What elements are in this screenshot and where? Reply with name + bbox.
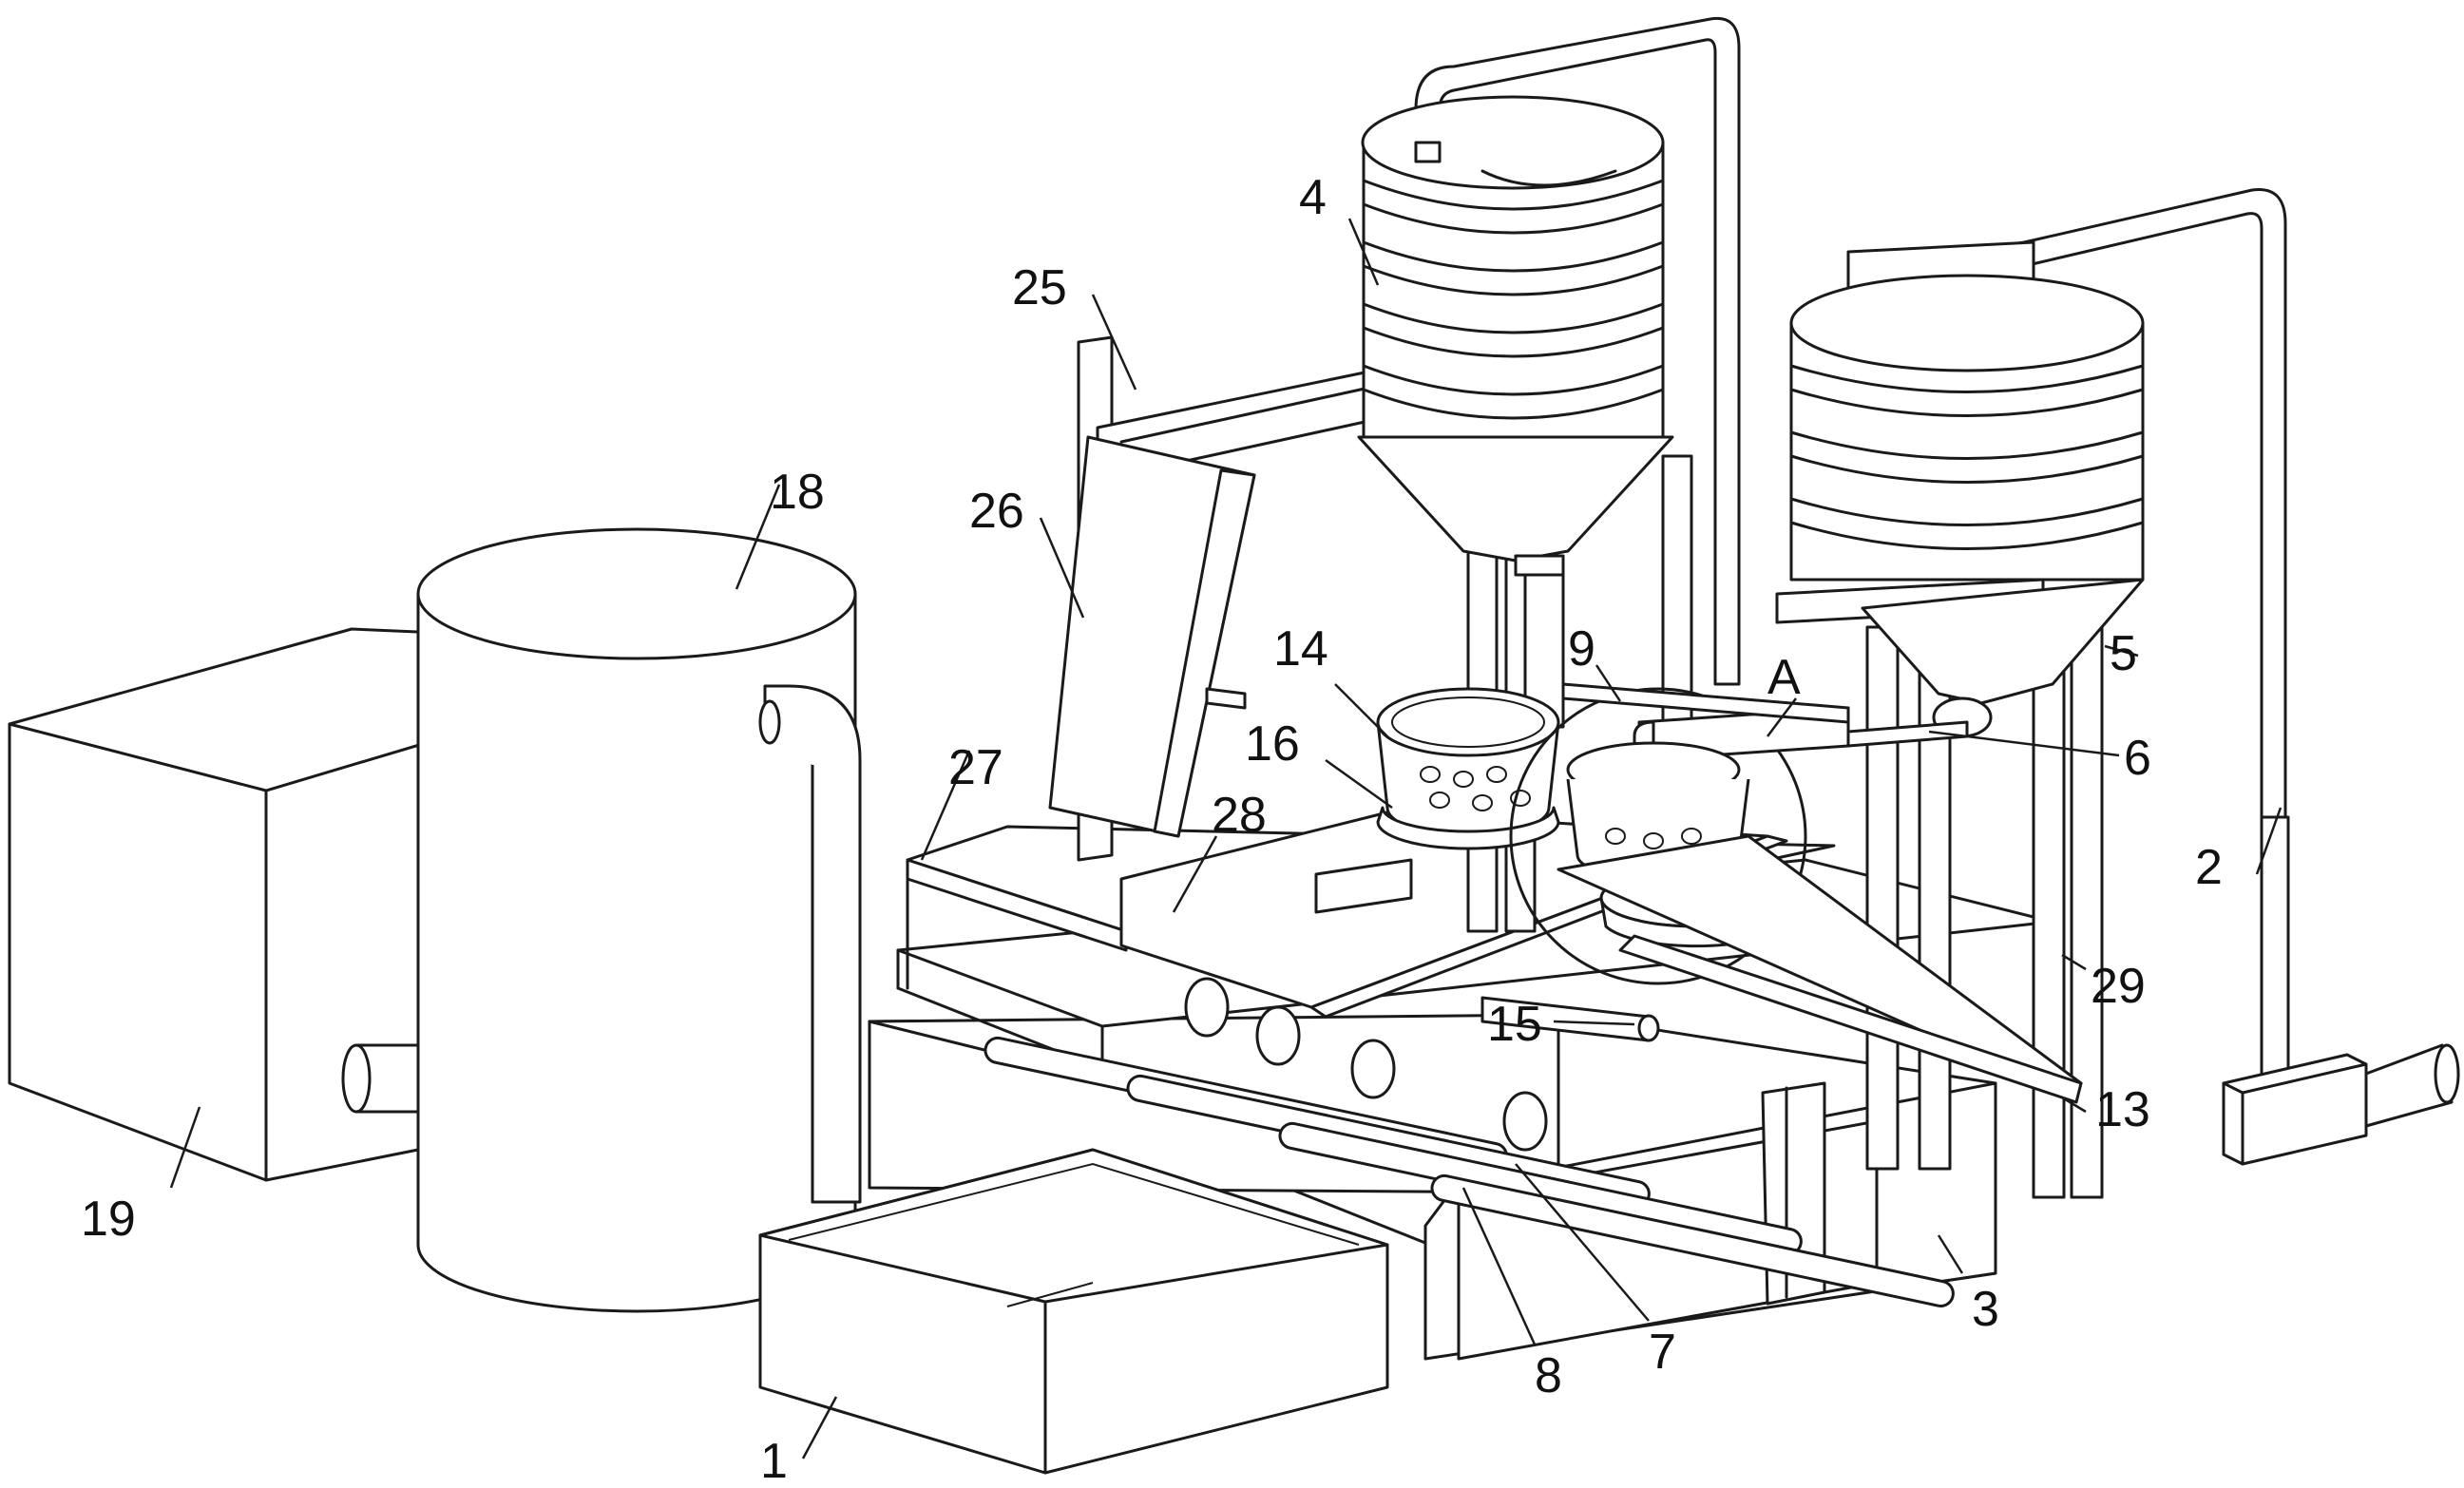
part-labels: 4 25 26 18 14 16 9 A 5 6 2 29 13 15 27 2… — [81, 170, 2223, 1488]
label-5: 5 — [2110, 626, 2137, 681]
label-7: 7 — [1649, 1325, 1676, 1380]
label-2: 2 — [2195, 840, 2223, 895]
tank-outlet-pipe — [758, 684, 862, 1204]
label-9: 9 — [1568, 621, 1595, 677]
label-13: 13 — [2095, 1082, 2150, 1137]
label-A: A — [1767, 650, 1801, 705]
label-26: 26 — [969, 484, 1024, 539]
spiral-tower-4 — [1357, 16, 1741, 729]
label-4: 4 — [1299, 170, 1327, 225]
leader-lines — [169, 218, 2283, 1459]
label-19: 19 — [81, 1192, 136, 1247]
hopper-26 — [1048, 435, 1256, 838]
spiral-tower-5 — [1775, 187, 2287, 819]
tank-18 — [341, 527, 857, 1313]
label-27: 27 — [948, 740, 1003, 795]
label-8: 8 — [1535, 1348, 1562, 1403]
roller-set — [984, 977, 1955, 1307]
label-6: 6 — [2124, 731, 2151, 786]
label-14: 14 — [1273, 621, 1328, 677]
label-18: 18 — [770, 465, 825, 520]
label-16: 16 — [1245, 716, 1300, 772]
label-1: 1 — [760, 1434, 788, 1483]
detail-area-A — [1376, 687, 2083, 1104]
label-25: 25 — [1012, 260, 1067, 315]
label-29: 29 — [2091, 959, 2146, 1014]
label-28: 28 — [1212, 788, 1267, 843]
box-1 — [758, 1148, 1389, 1475]
label-15: 15 — [1487, 997, 1542, 1052]
pipe-2 — [2222, 815, 2460, 1166]
label-3: 3 — [1972, 1282, 1999, 1337]
